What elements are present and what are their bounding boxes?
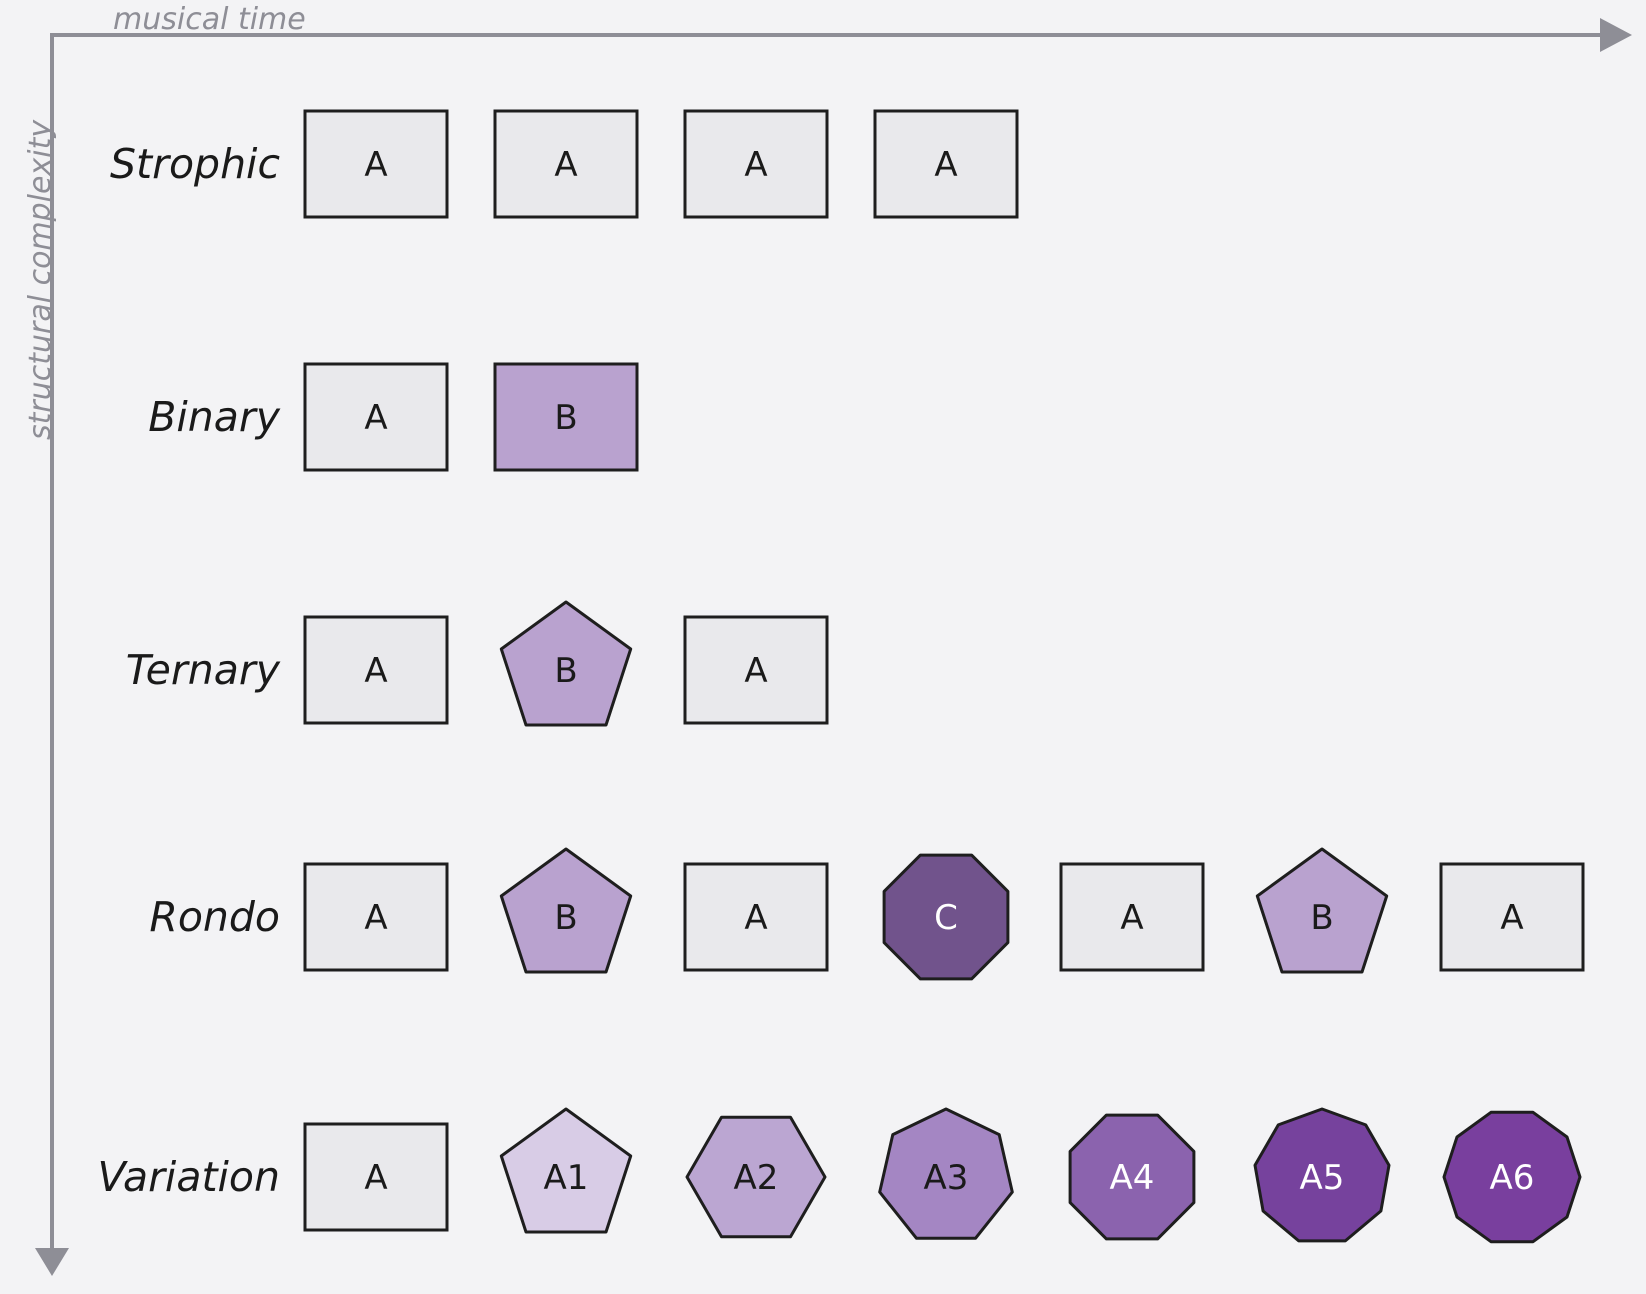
section-rect-a <box>303 362 449 472</box>
section-label: A <box>364 145 387 185</box>
section-pentagon-a1 <box>499 1107 633 1234</box>
section-label: A <box>744 651 767 691</box>
section-rect-b <box>493 362 639 472</box>
row-label-strophic: Strophic <box>110 140 280 188</box>
section-label: A <box>1120 898 1143 938</box>
section-decagon-a6 <box>1442 1110 1582 1244</box>
section-pentagon-b <box>1255 847 1389 974</box>
section-label: A <box>554 145 577 185</box>
row-variation: Variation A A1 A2 A3 A4 A5 A6 <box>98 1107 1582 1244</box>
section-rect-a <box>683 615 829 725</box>
row-label-variation: Variation <box>98 1153 280 1201</box>
section-heptagon-a3 <box>878 1107 1014 1240</box>
section-pentagon-b <box>499 847 633 974</box>
section-octagon-c <box>882 853 1010 981</box>
section-label: A4 <box>1110 1158 1155 1198</box>
section-hexagon-a2 <box>685 1115 827 1239</box>
section-rect-a <box>1059 862 1205 972</box>
section-rect-a <box>303 1122 449 1232</box>
section-rect-a <box>683 862 829 972</box>
section-label: A <box>1500 898 1523 938</box>
section-rect-a <box>303 615 449 725</box>
section-pentagon-b <box>499 600 633 727</box>
section-label: B <box>554 898 577 938</box>
section-nonagon-a5 <box>1253 1107 1391 1243</box>
section-label: A <box>934 145 957 185</box>
section-label: A <box>364 398 387 438</box>
section-label: A <box>744 898 767 938</box>
section-label: A6 <box>1490 1158 1535 1198</box>
section-label: A <box>364 898 387 938</box>
row-rondo: Rondo A B A C A B A <box>149 847 1585 981</box>
section-rect-a <box>1439 862 1585 972</box>
section-label: B <box>1310 898 1333 938</box>
section-label: A <box>364 651 387 691</box>
section-label: A2 <box>734 1158 779 1198</box>
row-label-ternary: Ternary <box>126 646 281 694</box>
row-ternary: Ternary A B A <box>126 600 829 727</box>
section-label: C <box>934 898 958 938</box>
section-label: B <box>554 651 577 691</box>
section-label: A <box>744 145 767 185</box>
complexity-axis-label: structural complexity <box>23 119 58 440</box>
row-strophic: Strophic A A A A <box>110 109 1019 219</box>
complexity-axis-arrow <box>35 1248 69 1276</box>
section-rect-a <box>303 109 449 219</box>
time-axis-label: musical time <box>113 2 306 37</box>
section-rect-a <box>873 109 1019 219</box>
section-label: A <box>364 1158 387 1198</box>
section-label: A3 <box>924 1158 969 1198</box>
section-label: A5 <box>1300 1158 1345 1198</box>
row-label-binary: Binary <box>148 393 280 441</box>
section-label: A1 <box>544 1158 589 1198</box>
section-rect-a <box>493 109 639 219</box>
section-rect-a <box>303 862 449 972</box>
section-rect-a <box>683 109 829 219</box>
row-binary: Binary A B <box>148 362 639 472</box>
section-octagon-a4 <box>1068 1113 1196 1241</box>
time-axis-arrow <box>1600 18 1632 52</box>
row-label-rondo: Rondo <box>149 893 280 941</box>
section-label: B <box>554 398 577 438</box>
